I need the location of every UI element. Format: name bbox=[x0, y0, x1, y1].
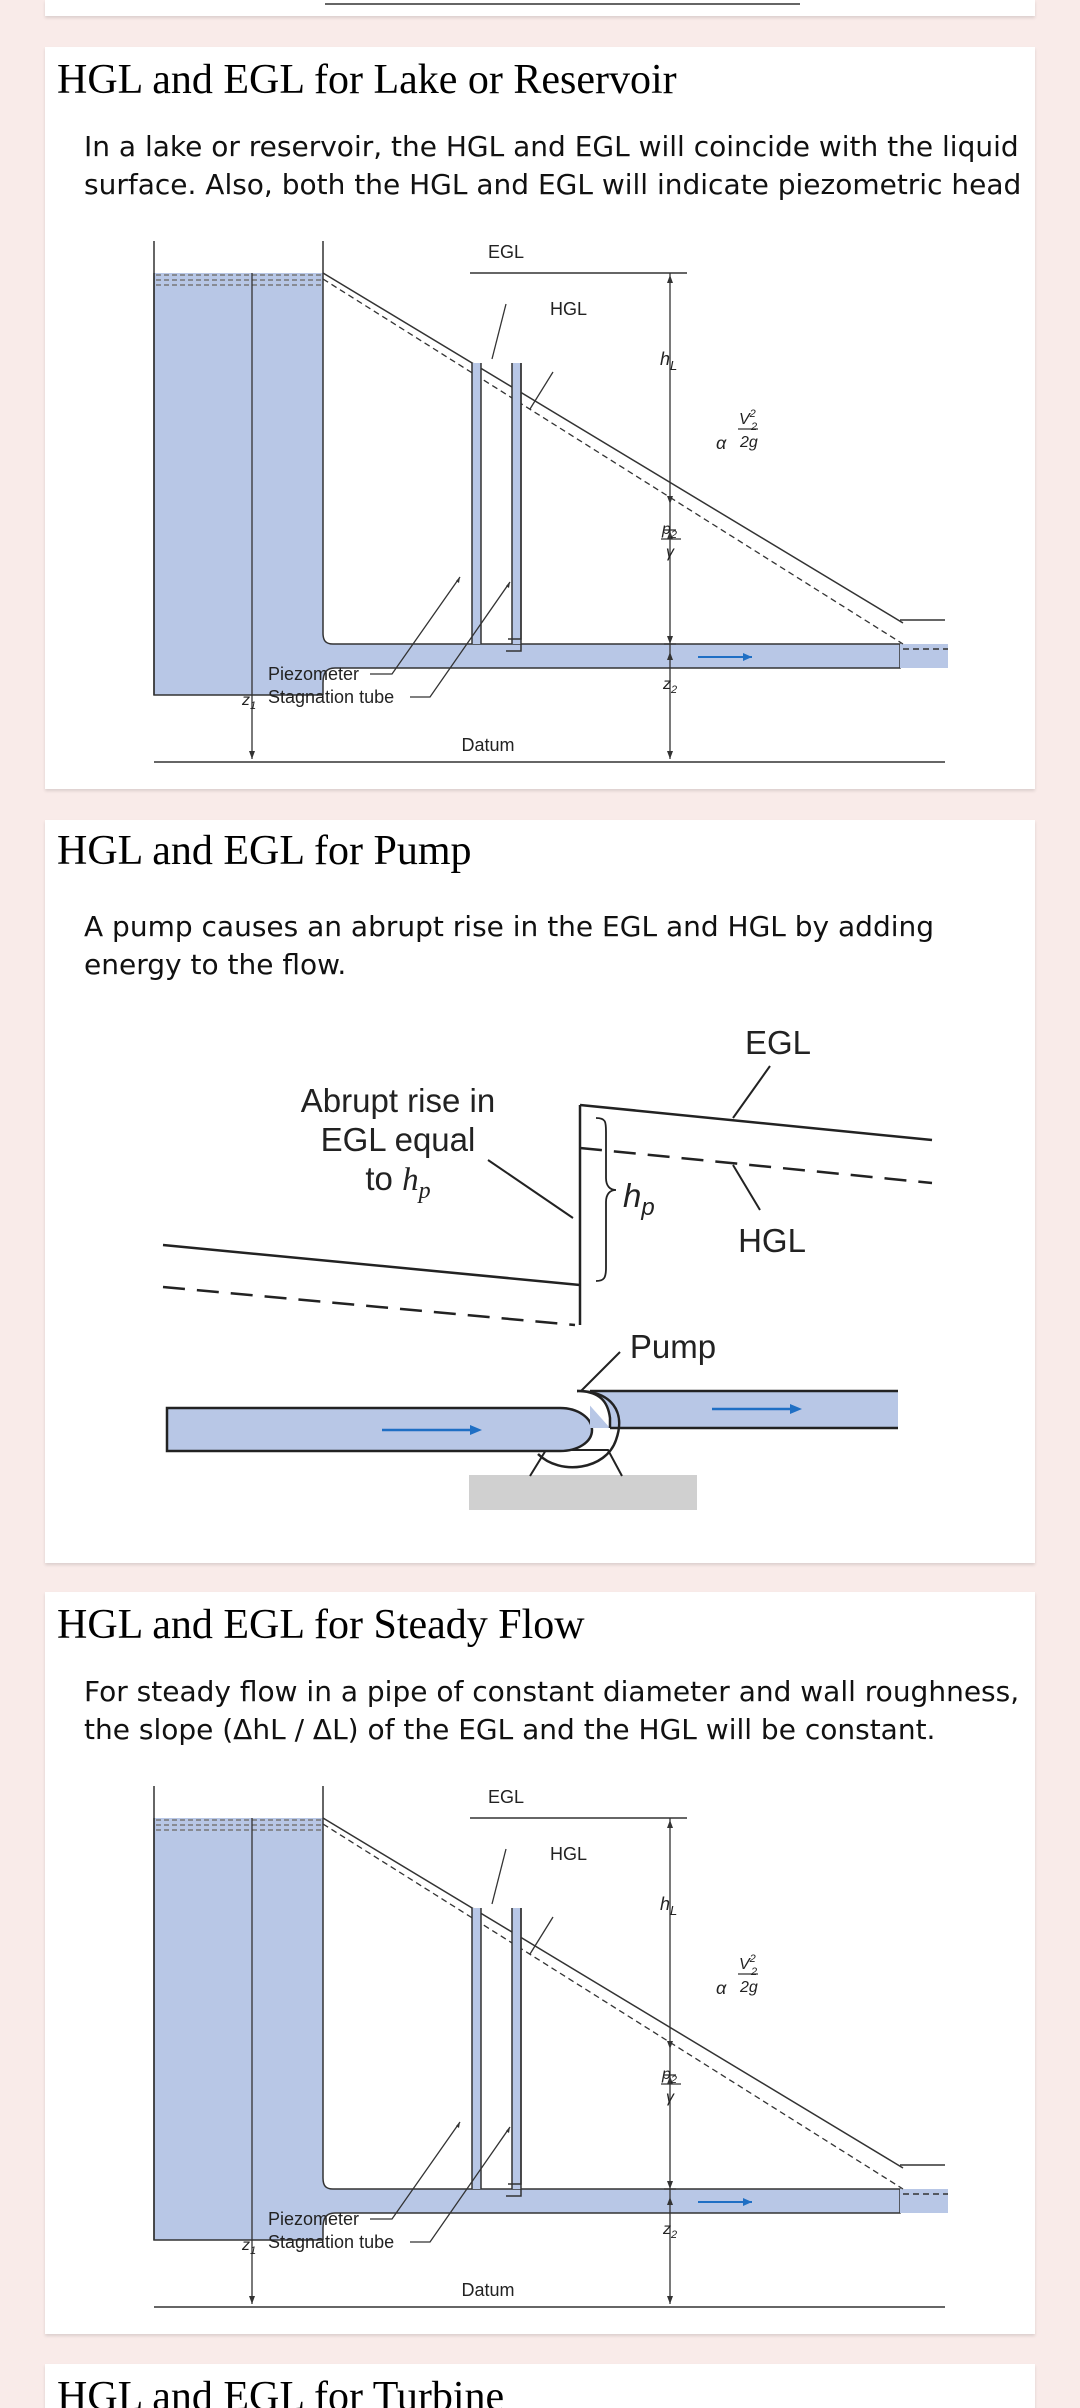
egl-label: EGL bbox=[745, 1024, 811, 1061]
pump-hgl-egl-diagram: Abrupt rise in EGL equal to hp hp EGL HG… bbox=[162, 1024, 933, 1510]
hl-subscript: L bbox=[670, 358, 677, 373]
pressure-symbol: p bbox=[661, 2066, 671, 2083]
previous-diagram-fragment bbox=[325, 3, 800, 5]
hgl-label: HGL bbox=[550, 1844, 587, 1864]
hgl-label: HGL bbox=[738, 1222, 806, 1259]
alpha-symbol: α bbox=[716, 1978, 727, 1998]
piezometer-label: Piezometer bbox=[268, 664, 359, 684]
hgl-label: HGL bbox=[550, 299, 587, 319]
hl-symbol: h bbox=[660, 1894, 670, 1914]
section-body: A pump causes an abrupt rise in the EGL … bbox=[84, 910, 935, 981]
svg-text:p2: p2 bbox=[661, 521, 677, 541]
abrupt-rise-line2: EGL equal bbox=[321, 1121, 476, 1158]
svg-text:z1: z1 bbox=[241, 692, 256, 712]
steady-flow-hgl-egl-diagram: EGL HGL hL α V2 2 2g p2 γ z2 z1 Piezomet… bbox=[153, 1786, 948, 2308]
z2-symbol: z bbox=[662, 2221, 671, 2238]
previous-card-fragment bbox=[45, 0, 1035, 16]
alpha-symbol: α bbox=[716, 433, 727, 453]
z2-symbol: z bbox=[662, 676, 671, 693]
pressure-subscript: 2 bbox=[670, 529, 677, 541]
section-title: HGL and EGL for Steady Flow bbox=[57, 1602, 585, 1648]
section-title: HGL and EGL for Lake or Reservoir bbox=[57, 57, 677, 103]
pressure-subscript: 2 bbox=[670, 2074, 677, 2086]
section-body: For steady flow in a pipe of constant di… bbox=[84, 1675, 1020, 1746]
hl-symbol: h bbox=[660, 349, 670, 369]
datum-label: Datum bbox=[461, 2280, 514, 2300]
svg-text:z2: z2 bbox=[662, 676, 677, 696]
svg-text:z2: z2 bbox=[662, 2221, 677, 2241]
section-reservoir: HGL and EGL for Lake or Reservoir In a l… bbox=[45, 47, 1035, 789]
egl-label: EGL bbox=[488, 1787, 524, 1807]
piezometer-label: Piezometer bbox=[268, 2209, 359, 2229]
section-steady-flow: HGL and EGL for Steady Flow For steady f… bbox=[45, 1592, 1035, 2334]
svg-text:V2: V2 bbox=[739, 1953, 756, 1973]
section-pump: HGL and EGL for Pump A pump causes an ab… bbox=[45, 820, 1035, 1563]
hp-brace-symbol: h bbox=[623, 1177, 641, 1214]
gamma-symbol: γ bbox=[666, 2089, 675, 2106]
hp-subscript: p bbox=[417, 1178, 431, 1204]
abrupt-rise-line3: to bbox=[365, 1160, 402, 1197]
svg-text:z1: z1 bbox=[241, 2237, 256, 2257]
two-g-denominator: 2g bbox=[739, 1979, 758, 1996]
stagnation-tube-label: Stagnation tube bbox=[268, 687, 394, 707]
reservoir-hgl-egl-diagram: EGL HGL hL α V2 2 2g p2 γ z2 z1 Piezomet… bbox=[153, 241, 948, 763]
svg-text:to hp: to hp bbox=[365, 1160, 430, 1204]
velocity-subscript: 2 bbox=[750, 1966, 757, 1978]
velocity-subscript: 2 bbox=[750, 421, 757, 433]
section-title: HGL and EGL for Turbine bbox=[57, 2374, 505, 2408]
datum-label: Datum bbox=[461, 735, 514, 755]
svg-text:hL: hL bbox=[660, 1894, 677, 1918]
hl-subscript: L bbox=[670, 1903, 677, 1918]
hp-brace-subscript: p bbox=[640, 1194, 654, 1221]
svg-text:hL: hL bbox=[660, 349, 677, 373]
hp-symbol: h bbox=[402, 1162, 419, 1198]
egl-label: EGL bbox=[488, 242, 524, 262]
pressure-symbol: p bbox=[661, 521, 671, 538]
abrupt-rise-line1: Abrupt rise in bbox=[301, 1082, 495, 1119]
svg-text:hp: hp bbox=[623, 1177, 655, 1221]
velocity-symbol: V bbox=[739, 1956, 751, 1973]
section-body: In a lake or reservoir, the HGL and EGL … bbox=[84, 130, 1022, 201]
velocity-superscript: 2 bbox=[749, 408, 756, 420]
z2-subscript: 2 bbox=[670, 684, 677, 696]
velocity-symbol: V bbox=[739, 411, 751, 428]
velocity-superscript: 2 bbox=[749, 1953, 756, 1965]
z1-symbol: z bbox=[241, 2237, 250, 2254]
stagnation-tube-label: Stagnation tube bbox=[268, 2232, 394, 2252]
z1-subscript: 1 bbox=[250, 700, 256, 712]
z1-symbol: z bbox=[241, 692, 250, 709]
section-turbine: HGL and EGL for Turbine bbox=[45, 2364, 1035, 2408]
two-g-denominator: 2g bbox=[739, 434, 758, 451]
section-title: HGL and EGL for Pump bbox=[57, 828, 472, 874]
gamma-symbol: γ bbox=[666, 544, 675, 561]
svg-text:V2: V2 bbox=[739, 408, 756, 428]
z1-subscript: 1 bbox=[250, 2245, 256, 2257]
z2-subscript: 2 bbox=[670, 2229, 677, 2241]
svg-text:p2: p2 bbox=[661, 2066, 677, 2086]
pump-label: Pump bbox=[630, 1328, 716, 1365]
